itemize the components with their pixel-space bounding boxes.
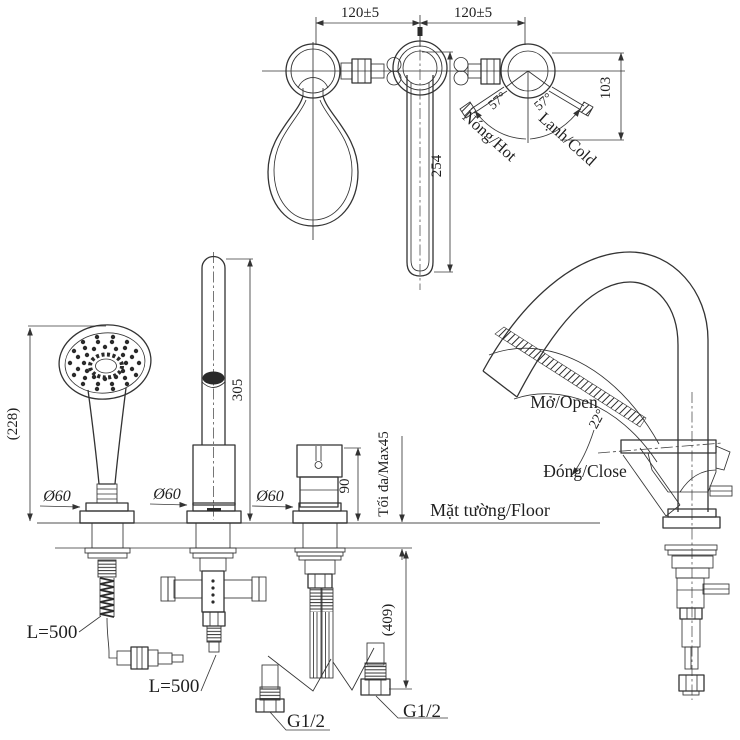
indicator-pin bbox=[417, 27, 423, 36]
pipe-connector-right bbox=[453, 57, 501, 86]
hose-leader-left bbox=[267, 655, 332, 692]
hand-shower-handle bbox=[87, 387, 127, 485]
dim-lever-length: 254 bbox=[422, 51, 453, 273]
g12-fitting-left bbox=[255, 664, 285, 713]
cold-label: Lạnh/Cold bbox=[535, 108, 601, 170]
dim-side-height: 103 bbox=[552, 52, 624, 141]
dim-120-right-label: 120±5 bbox=[454, 5, 492, 21]
dim-90-label: 90 bbox=[337, 479, 353, 494]
top-view: 120±5 120±5 bbox=[262, 5, 625, 290]
dim-120-left-label: 120±5 bbox=[341, 5, 379, 21]
diverter-screws bbox=[211, 579, 215, 604]
spout: Mở/Open 22° Đóng/Close bbox=[482, 251, 733, 700]
deck-max-label: Tối đa/Max45 bbox=[376, 431, 392, 516]
dim-228-label: (228) bbox=[5, 408, 21, 441]
angle-cold-label: 57° bbox=[531, 90, 555, 114]
g12-fitting-right bbox=[360, 642, 391, 696]
shower-post: 305 Ø60 L=5 bbox=[149, 252, 267, 697]
dim-305-label: 305 bbox=[230, 379, 246, 402]
pipe-connector-left bbox=[340, 57, 402, 86]
hand-shower: (228) Ø60 bbox=[5, 324, 184, 670]
dim-103-label: 103 bbox=[598, 77, 614, 100]
alternate-position-centerline bbox=[597, 442, 723, 454]
thread-label-right: G1/2 bbox=[403, 701, 441, 722]
dim-254-label: 254 bbox=[429, 154, 445, 177]
post-marker bbox=[202, 371, 225, 385]
mixer-valve: 90 Ø60 Tối đa/Max45 bbox=[251, 431, 448, 732]
spray-nozzles bbox=[67, 334, 142, 392]
open-label: Mở/Open bbox=[530, 392, 598, 412]
hose-length-label-1: L=500 bbox=[27, 622, 78, 643]
dia-60-label-3: Ø60 bbox=[255, 488, 284, 505]
hot-label: Nóng/Hot bbox=[459, 107, 521, 166]
temperature-dial-top: 57° 57° Nóng/Hot Lạnh/Cold bbox=[459, 43, 601, 170]
hose-length-label-2: L=500 bbox=[149, 676, 200, 697]
thread-label-left: G1/2 bbox=[287, 711, 325, 732]
coiled-hose bbox=[99, 577, 115, 618]
center-spray-ring bbox=[88, 352, 124, 380]
floor-label: Mặt tường/Floor bbox=[430, 500, 550, 520]
dia-60-label-2: Ø60 bbox=[152, 486, 181, 503]
hose-connector bbox=[116, 646, 184, 670]
mixer-lever-top bbox=[392, 27, 448, 290]
dim-spacing: 120±5 120±5 bbox=[315, 5, 526, 45]
cold-lever-cap bbox=[578, 101, 594, 117]
close-label: Đóng/Close bbox=[543, 461, 627, 481]
dim-409-label: (409) bbox=[380, 604, 396, 637]
front-view: Mặt tường/Floor (228) bbox=[5, 251, 733, 732]
handshower-holder-top bbox=[267, 42, 359, 240]
aerator-strip bbox=[494, 326, 647, 428]
dia-60-label-1: Ø60 bbox=[42, 488, 71, 505]
